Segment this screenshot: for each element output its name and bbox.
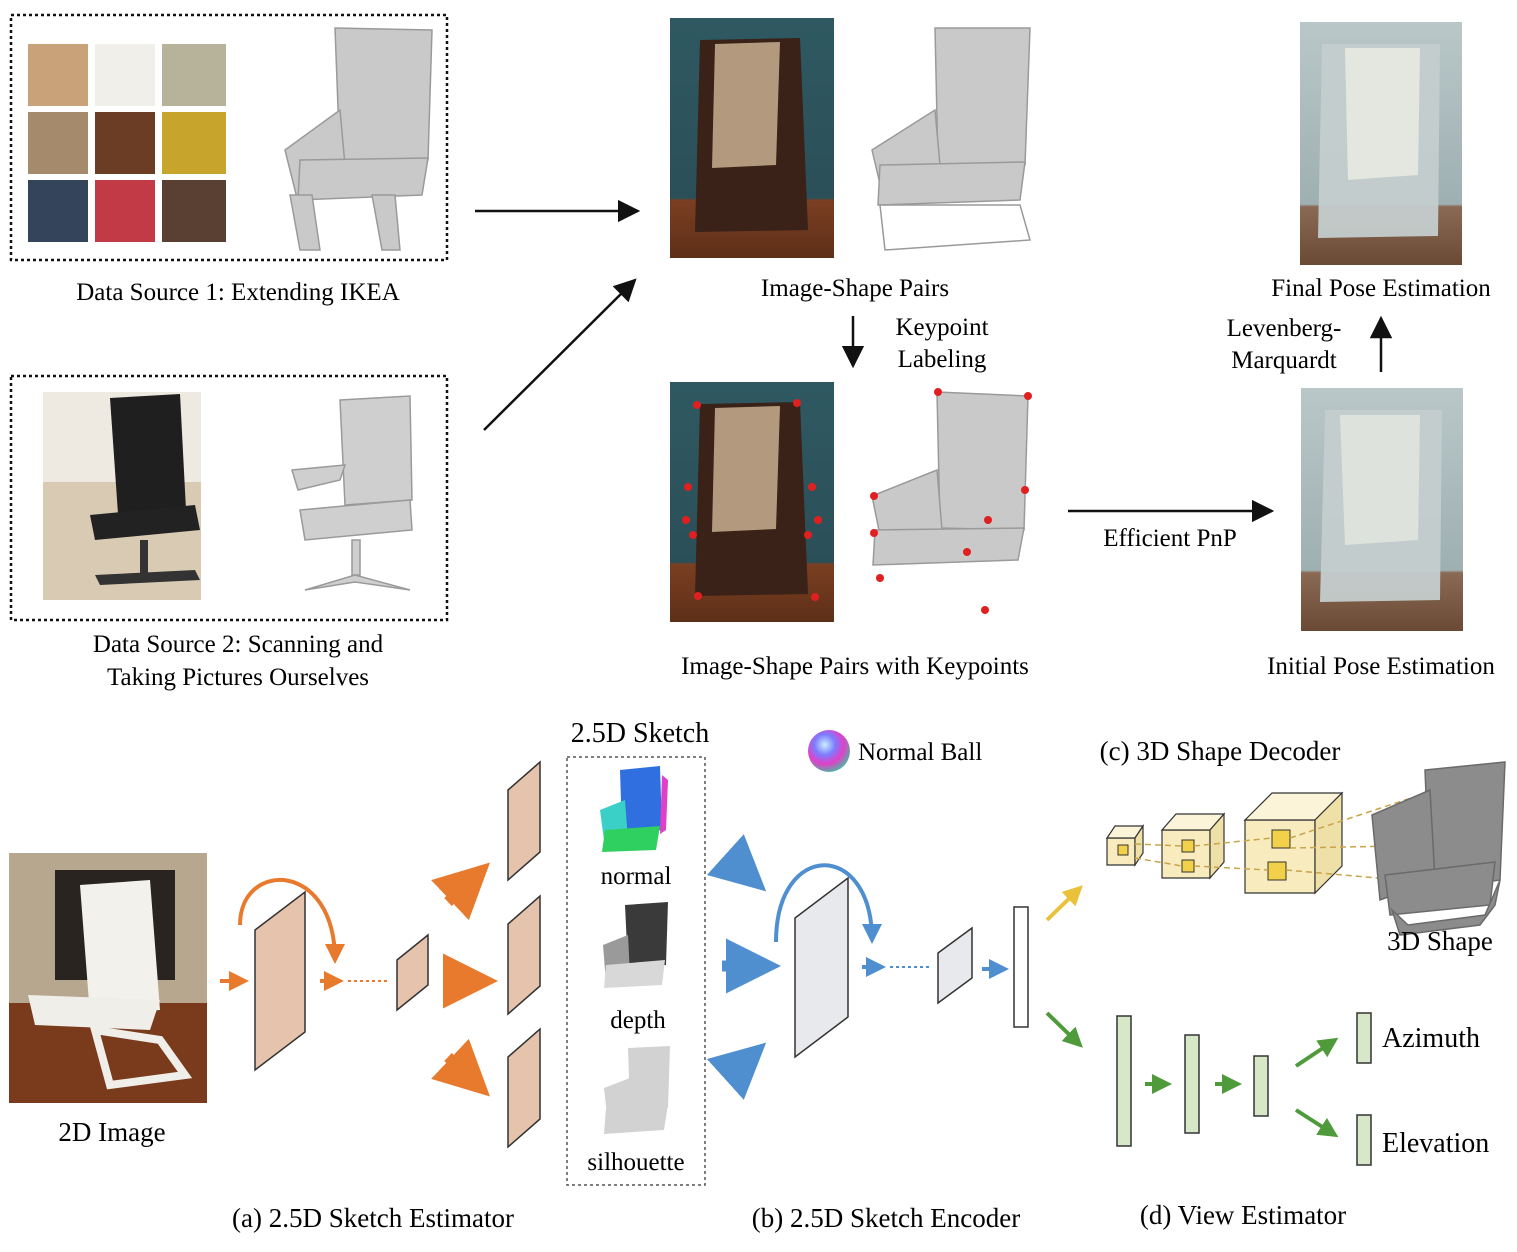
normal-ball-icon (808, 730, 850, 772)
view-block-3 (1253, 1055, 1269, 1117)
model-keypoints (870, 388, 1032, 614)
normal-map (600, 766, 668, 852)
view-block-2 (1184, 1034, 1200, 1134)
blue-skip-connection (774, 863, 882, 944)
decoder-block-silhouette (507, 1027, 541, 1149)
voxel-subcubes (1117, 829, 1291, 881)
voxel-cube-large (1243, 791, 1344, 895)
pair-chair-model (871, 27, 1031, 251)
reconstructed-3d-shape (1371, 761, 1506, 936)
photo-keypoints (682, 399, 822, 601)
yellow-arrow-to-decoder (1045, 885, 1083, 922)
data-source-1-box (9, 13, 449, 262)
data-source-1-caption: Data Source 1: Extending IKEA (76, 279, 400, 306)
normal-ball-label: Normal Ball (858, 739, 982, 766)
caption-d: (d) View Estimator (1140, 1200, 1346, 1230)
kp-chair-model (871, 391, 1029, 566)
lm-label-line2: Marquardt (1231, 347, 1337, 374)
elevation-block (1356, 1114, 1372, 1166)
office-chair-photo (43, 392, 201, 600)
sketch-box (566, 756, 706, 1186)
final-pose-photo (1300, 22, 1462, 265)
decoder-title: (c) 3D Shape Decoder (1100, 736, 1341, 766)
data-source-2-box (9, 374, 449, 622)
pair-photo (670, 18, 834, 258)
elevation-label: Elevation (1382, 1128, 1489, 1159)
ikea-photo-grid (28, 44, 226, 242)
silhouette-label: silhouette (587, 1149, 684, 1176)
keypoint-label-line1: Keypoint (895, 314, 988, 341)
orange-arrow-down (431, 1038, 491, 1097)
estimator-encoder-block (254, 890, 306, 1072)
office-chair-model (291, 395, 413, 591)
decoder-block-normal (507, 760, 541, 882)
final-pose-caption: Final Pose Estimation (1271, 275, 1491, 302)
blue-arrow-from-normal (706, 834, 767, 892)
lm-label-line1: Levenberg- (1227, 315, 1342, 342)
depth-map (603, 902, 668, 988)
normal-label: normal (601, 863, 672, 890)
input-2d-image (9, 853, 207, 1103)
encoder-bottleneck-block (937, 926, 973, 1005)
data-source-2-caption-line2: Taking Pictures Ourselves (107, 664, 369, 691)
pairs-caption: Image-Shape Pairs (761, 275, 949, 302)
depth-label: depth (610, 1007, 666, 1034)
view-block-1 (1116, 1015, 1132, 1147)
caption-b: (b) 2.5D Sketch Encoder (752, 1203, 1020, 1233)
azimuth-block (1356, 1012, 1372, 1064)
initial-pose-photo (1301, 388, 1463, 631)
shape-label: 3D Shape (1387, 926, 1493, 956)
arrow-source2-to-pairs (483, 278, 637, 431)
green-arrow-to-view (1045, 1011, 1083, 1048)
orange-skip-connection (238, 878, 345, 964)
pairs-kp-caption: Image-Shape Pairs with Keypoints (681, 653, 1029, 680)
decoder-block-depth (507, 894, 541, 1016)
pnp-label: Efficient PnP (1103, 525, 1237, 552)
silhouette-map (604, 1046, 670, 1134)
data-source-2-caption-line1: Data Source 2: Scanning and (93, 631, 384, 658)
green-arrow-azimuth (1294, 1037, 1339, 1068)
ikea-chair-model (284, 27, 433, 251)
keypoint-label-line2: Labeling (898, 346, 987, 373)
latent-vector (1013, 906, 1029, 1028)
azimuth-label: Azimuth (1382, 1023, 1480, 1054)
blue-arrow-from-silhouette (706, 1042, 767, 1100)
initial-pose-caption: Initial Pose Estimation (1267, 653, 1495, 680)
image-label: 2D Image (58, 1117, 165, 1147)
encoder-block (794, 876, 849, 1059)
caption-a: (a) 2.5D Sketch Estimator (232, 1203, 514, 1233)
orange-arrow-up (431, 862, 491, 921)
green-arrow-elevation (1294, 1108, 1339, 1138)
pair-kp-photo (670, 382, 834, 622)
sketch-title: 2.5D Sketch (571, 718, 709, 749)
estimator-bottleneck-block (396, 933, 429, 1012)
